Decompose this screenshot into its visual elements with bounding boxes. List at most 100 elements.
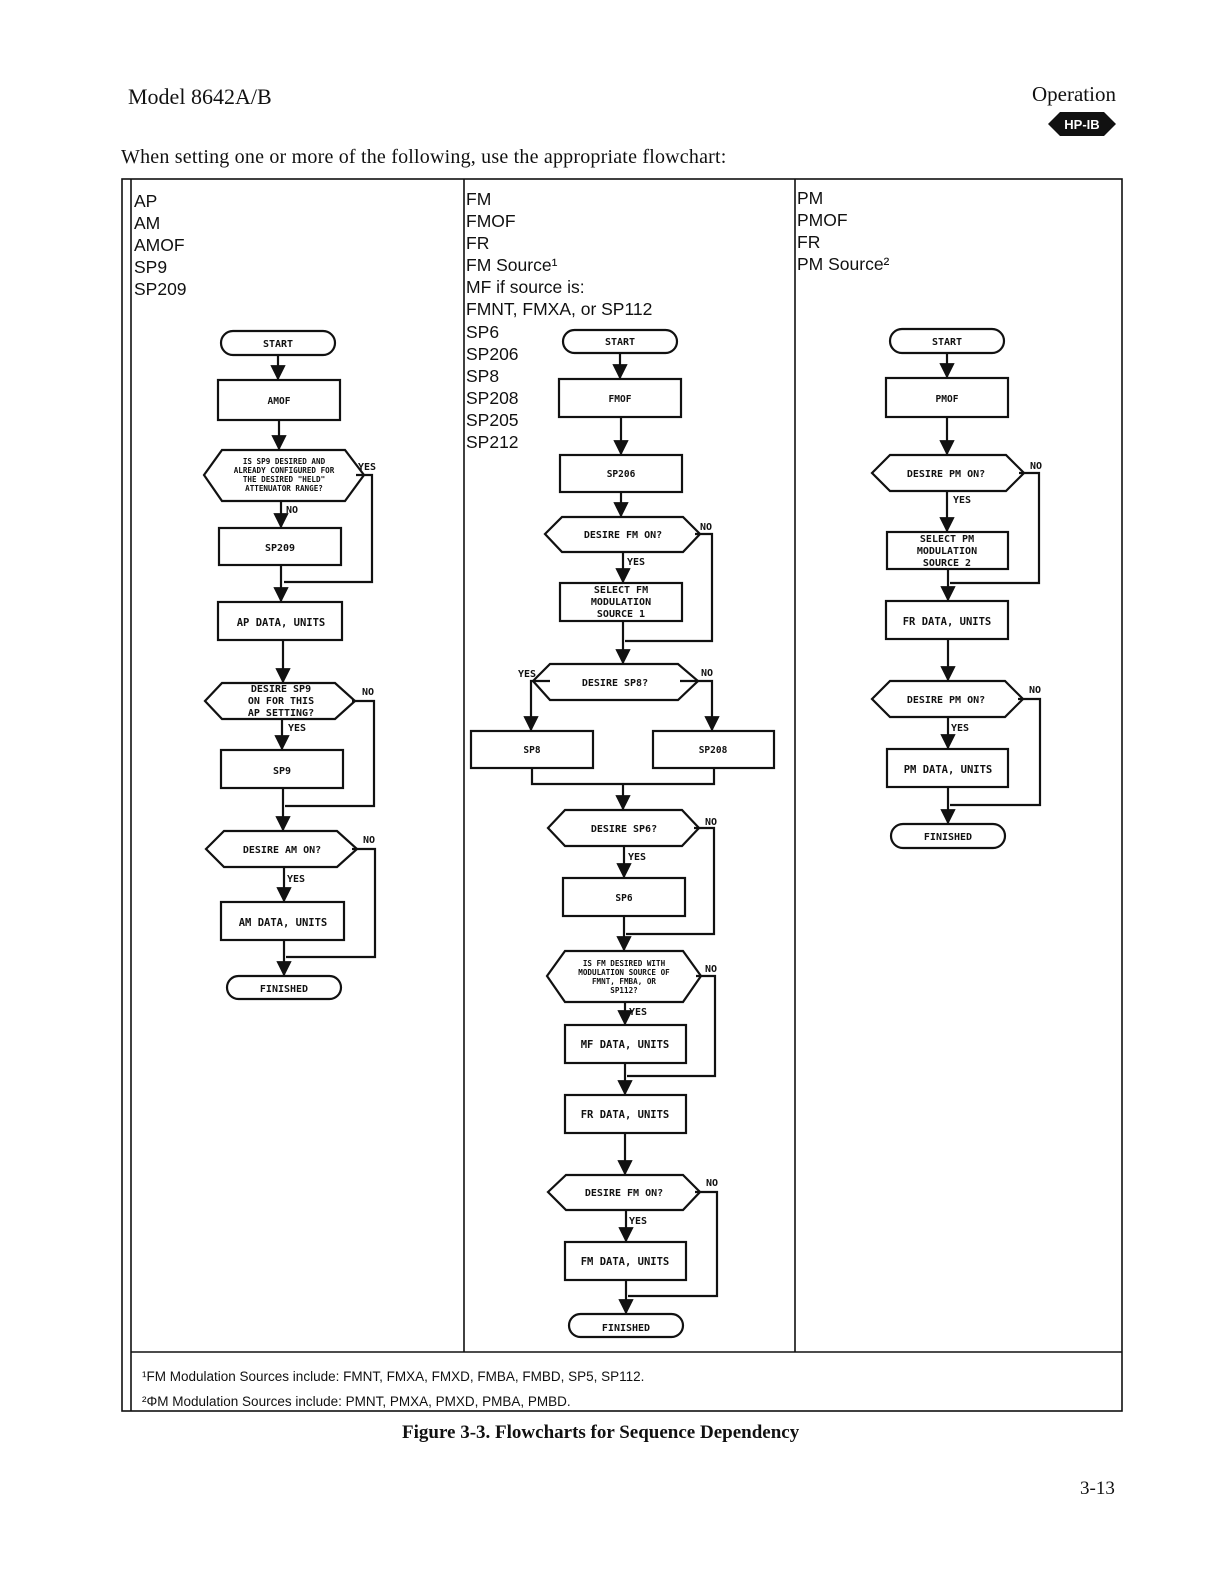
no-label: NO xyxy=(362,687,374,698)
figure-caption: Figure 3-3. Flowcharts for Sequence Depe… xyxy=(402,1422,800,1443)
decision-text: DESIRE PM ON? xyxy=(907,695,985,706)
list-item: SP212 xyxy=(466,432,519,453)
no-label: NO xyxy=(363,835,375,846)
flowchart-am xyxy=(202,329,377,1001)
decision-text: MODULATION SOURCE OF xyxy=(578,968,670,977)
no-label: NO xyxy=(286,505,298,516)
sp8-label: SP8 xyxy=(523,745,540,756)
amof-label: AMOF xyxy=(268,396,291,407)
flowchart-pm xyxy=(870,327,1042,850)
list-item: AMOF xyxy=(134,235,185,256)
start-label: START xyxy=(605,337,635,348)
finished-label: FINISHED xyxy=(602,1323,650,1334)
decision-text: AP SETTING? xyxy=(248,708,314,719)
decision-text: DESIRE SP8? xyxy=(582,678,648,689)
list-item: SP209 xyxy=(134,279,187,300)
list-item: SP206 xyxy=(466,343,519,364)
list-item: AP xyxy=(134,191,158,211)
decision-text: ATTENUATOR RANGE? xyxy=(245,484,323,493)
decision-text: DESIRE PM ON? xyxy=(907,469,985,480)
pm-data-label: PM DATA, UNITS xyxy=(904,764,993,776)
sp6-label: SP6 xyxy=(615,893,632,904)
pmof-label: PMOF xyxy=(936,394,959,405)
fr-data-label: FR DATA, UNITS xyxy=(581,1109,670,1121)
list-item: AM xyxy=(134,213,161,234)
decision-text: ALREADY CONFIGURED FOR xyxy=(234,466,335,475)
footnote-pm: ²ΦM Modulation Sources include: PMNT, PM… xyxy=(142,1394,571,1409)
decision-text: FMNT, FMBA, OR xyxy=(592,977,656,986)
no-label: NO xyxy=(1029,685,1041,696)
yes-label: YES xyxy=(629,1007,647,1018)
select-text: SELECT FM xyxy=(594,585,648,596)
ap-data-label: AP DATA, UNITS xyxy=(237,617,326,629)
list-item: FM xyxy=(466,189,492,209)
list-item: PM xyxy=(797,188,824,208)
model-header: Model 8642A/B xyxy=(128,84,272,109)
sp208-label: SP208 xyxy=(699,745,728,756)
list-item: PMOF xyxy=(797,210,848,231)
no-label: NO xyxy=(705,817,717,828)
yes-label: YES xyxy=(953,495,971,506)
decision-text: DESIRE AM ON? xyxy=(243,845,321,856)
list-item: FR xyxy=(797,232,821,253)
decision-text: DESIRE FM ON? xyxy=(585,1188,663,1199)
mf-data-label: MF DATA, UNITS xyxy=(581,1039,670,1051)
hpib-badge-label: HP-IB xyxy=(1064,117,1099,132)
select-text: MODULATION xyxy=(591,597,651,608)
section-header: Operation xyxy=(1032,82,1116,106)
yes-label: YES xyxy=(951,723,969,734)
list-item: SP8 xyxy=(466,365,500,386)
footnotes: ¹FM Modulation Sources include: FMNT, FM… xyxy=(142,1364,644,1414)
list-item: FMNT, FMXA, or SP112 xyxy=(466,299,653,320)
decision-text: THE DESIRED "HELD" xyxy=(243,475,325,484)
fr-data-label: FR DATA, UNITS xyxy=(903,616,992,628)
sp9-label: SP9 xyxy=(273,766,291,777)
page-number: 3-13 xyxy=(1080,1478,1115,1499)
list-item: MF if source is: xyxy=(466,277,585,298)
list-item: FMOF xyxy=(466,211,516,232)
yes-label: YES xyxy=(518,669,536,680)
intro-text: When setting one or more of the followin… xyxy=(121,146,727,168)
fm-data-label: FM DATA, UNITS xyxy=(581,1256,670,1268)
yes-label: YES xyxy=(628,852,646,863)
select-text: MODULATION xyxy=(917,546,977,557)
list-item: SP9 xyxy=(134,257,168,278)
list-item: SP6 xyxy=(466,321,500,342)
no-label: NO xyxy=(700,522,712,533)
fmof-label: FMOF xyxy=(609,394,632,405)
decision-text: IS SP9 DESIRED AND xyxy=(243,457,326,466)
yes-label: YES xyxy=(627,557,645,568)
column-list-pm: PM PMOF FR PM Source² xyxy=(797,187,889,275)
list-item: SP208 xyxy=(466,387,519,408)
yes-label: YES xyxy=(287,874,305,885)
no-label: NO xyxy=(706,1178,718,1189)
column-list-am: AP AM AMOF SP9 SP209 xyxy=(134,190,187,300)
column-list-fm: FM FMOF FR FM Source¹ MF if source is: F… xyxy=(466,188,652,453)
hpib-badge: HP-IB xyxy=(1048,112,1116,136)
start-label: START xyxy=(932,337,962,348)
table-frame xyxy=(121,178,1123,1412)
list-item: PM Source² xyxy=(797,254,890,275)
list-item: FM Source¹ xyxy=(466,255,558,276)
finished-label: FINISHED xyxy=(924,832,972,843)
yes-label: YES xyxy=(288,723,306,734)
select-text: SOURCE 2 xyxy=(923,558,971,569)
decision-text: DESIRE SP6? xyxy=(591,824,657,835)
sp206-label: SP206 xyxy=(607,469,636,480)
list-item: SP205 xyxy=(466,409,519,430)
decision-text: DESIRE FM ON? xyxy=(584,530,662,541)
select-text: SOURCE 1 xyxy=(597,609,645,620)
sp209-label: SP209 xyxy=(265,543,295,554)
am-data-label: AM DATA, UNITS xyxy=(239,917,328,929)
footnote-fm: ¹FM Modulation Sources include: FMNT, FM… xyxy=(142,1369,645,1384)
yes-label: YES xyxy=(358,462,376,473)
finished-label: FINISHED xyxy=(260,984,308,995)
decision-text: ON FOR THIS xyxy=(248,696,314,707)
no-label: NO xyxy=(701,668,713,679)
yes-label: YES xyxy=(629,1216,647,1227)
flowchart-fm xyxy=(469,328,776,1339)
decision-text: SP112? xyxy=(610,986,637,995)
list-item: FR xyxy=(466,233,490,254)
no-label: NO xyxy=(1030,461,1042,472)
